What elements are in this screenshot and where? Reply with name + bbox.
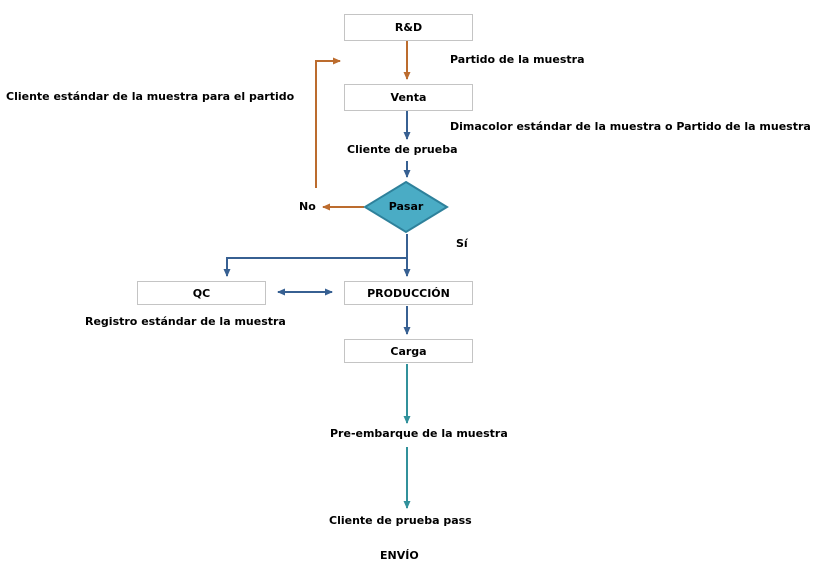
node-produccion-label: PRODUCCIÓN bbox=[367, 286, 450, 300]
label-cliente-prueba: Cliente de prueba bbox=[347, 143, 458, 156]
node-produccion: PRODUCCIÓN bbox=[344, 281, 473, 305]
label-dimacolor-o-partido: Dimacolor estándar de la muestra o Parti… bbox=[450, 120, 811, 133]
label-cliente-prueba-pass: Cliente de prueba pass bbox=[329, 514, 472, 527]
decision-diamond-pasar bbox=[363, 180, 449, 234]
node-pasar-label: Pasar bbox=[388, 200, 424, 213]
node-rd-label: R&D bbox=[394, 21, 423, 34]
node-venta: Venta bbox=[344, 84, 473, 111]
node-carga-label: Carga bbox=[390, 344, 427, 358]
node-qc-label: QC bbox=[192, 286, 211, 300]
label-partido-muestra: Partido de la muestra bbox=[450, 53, 585, 66]
label-cliente-estandar-partido: Cliente estándar de la muestra para el p… bbox=[6, 90, 295, 103]
label-pre-embarque: Pre-embarque de la muestra bbox=[330, 427, 508, 440]
label-si: Sí bbox=[456, 237, 468, 250]
arrow-feedback-no-loop bbox=[315, 57, 341, 188]
arrow-branch-to-qc bbox=[223, 257, 407, 277]
label-registro-estandar: Registro estándar de la muestra bbox=[85, 315, 286, 328]
node-rd: R&D bbox=[344, 14, 473, 41]
node-qc: QC bbox=[137, 281, 266, 305]
label-no: No bbox=[299, 200, 316, 213]
label-envio: ENVÍO bbox=[380, 549, 419, 562]
node-carga: Carga bbox=[344, 339, 473, 363]
node-venta-label: Venta bbox=[390, 91, 427, 104]
